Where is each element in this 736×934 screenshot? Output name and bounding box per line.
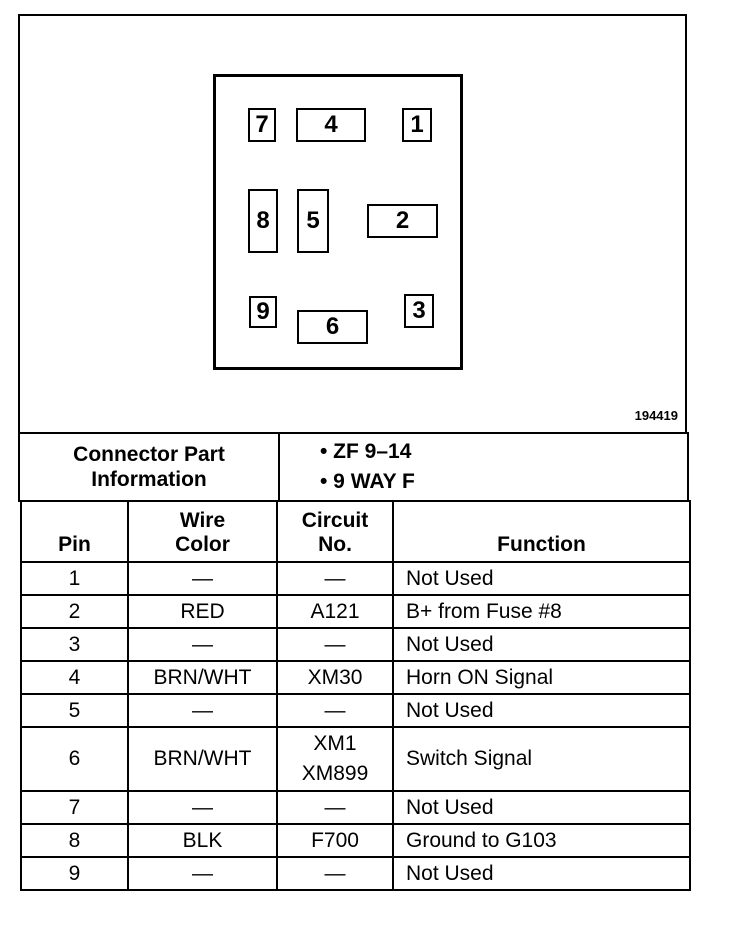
pin-4-cavity: 4 — [296, 108, 366, 142]
cell-pin: 9 — [20, 856, 129, 891]
cell-circuit: — — [276, 693, 394, 728]
cell-function: Not Used — [392, 561, 691, 596]
table-row: 1 — — Not Used — [20, 561, 691, 596]
table-row: 4 BRN/WHT XM30 Horn ON Signal — [20, 660, 691, 695]
table-row: 3 — — Not Used — [20, 627, 691, 662]
cell-function: B+ from Fuse #8 — [392, 594, 691, 629]
cell-function: Horn ON Signal — [392, 660, 691, 695]
table-row: 8 BLK F700 Ground to G103 — [20, 823, 691, 858]
cell-circuit: A121 — [276, 594, 394, 629]
diagram-frame — [18, 14, 687, 434]
cell-circuit: — — [276, 561, 394, 596]
cell-function: Ground to G103 — [392, 823, 691, 858]
cell-wire: — — [127, 693, 278, 728]
cell-circuit: — — [276, 790, 394, 825]
connector-part-info-label: Connector Part Information — [18, 432, 280, 502]
cell-wire: BLK — [127, 823, 278, 858]
pin-7-cavity: 7 — [248, 108, 276, 142]
cpi-value-1: • ZF 9–14 — [320, 440, 412, 463]
header-circuit-line1: Circuit — [301, 509, 369, 532]
cell-pin: 1 — [20, 561, 129, 596]
cell-circuit: — — [276, 856, 394, 891]
connector-part-info-table: Connector Part Information • ZF 9–14 • 9… — [18, 432, 689, 502]
table-row: 5 — — Not Used — [20, 693, 691, 728]
cell-circuit: F700 — [276, 823, 394, 858]
table-row: 7 — — Not Used — [20, 790, 691, 825]
table-row: 6 BRN/WHT XM1 XM899 Switch Signal — [20, 726, 691, 792]
connector-face: 7 4 1 8 5 2 9 6 3 — [213, 74, 463, 370]
cell-pin: 5 — [20, 693, 129, 728]
table-row: 2 RED A121 B+ from Fuse #8 — [20, 594, 691, 629]
pin-2-cavity: 2 — [367, 204, 438, 238]
pin-9-cavity: 9 — [249, 296, 277, 328]
cell-function: Not Used — [392, 627, 691, 662]
cell-wire: RED — [127, 594, 278, 629]
header-wire-line2: Color — [175, 533, 230, 556]
cell-wire: — — [127, 561, 278, 596]
header-wire-line1: Wire — [179, 509, 226, 532]
cell-pin: 2 — [20, 594, 129, 629]
cell-function: Switch Signal — [392, 726, 691, 792]
pin-table: Pin Wire Color Circuit No. Function 1 — … — [20, 500, 691, 891]
cell-wire: — — [127, 627, 278, 662]
pin-table-header: Pin Wire Color Circuit No. Function — [20, 500, 691, 563]
cell-circuit-line2: XM899 — [301, 762, 369, 785]
cell-pin: 6 — [20, 726, 129, 792]
cell-pin: 7 — [20, 790, 129, 825]
connector-part-info-values: • ZF 9–14 • 9 WAY F — [278, 432, 689, 502]
cell-pin: 8 — [20, 823, 129, 858]
header-circuit-no: Circuit No. — [276, 500, 394, 563]
pin-3-cavity: 3 — [404, 294, 434, 328]
cell-wire: — — [127, 790, 278, 825]
cell-wire: BRN/WHT — [127, 660, 278, 695]
cell-wire: — — [127, 856, 278, 891]
table-row: 9 — — Not Used — [20, 856, 691, 891]
cell-pin: 3 — [20, 627, 129, 662]
cpi-label-line2: Information — [91, 468, 207, 491]
cell-function: Not Used — [392, 693, 691, 728]
cpi-label-line1: Connector Part — [73, 443, 225, 466]
header-pin: Pin — [20, 500, 129, 563]
cell-circuit: XM1 XM899 — [276, 726, 394, 792]
cpi-value-2: • 9 WAY F — [320, 470, 415, 493]
cell-circuit-line1: XM1 — [313, 732, 357, 755]
figure-number: 194419 — [634, 408, 678, 423]
pin-5-cavity: 5 — [297, 189, 329, 253]
cell-function: Not Used — [392, 856, 691, 891]
header-function: Function — [392, 500, 691, 563]
pin-6-cavity: 6 — [297, 310, 368, 344]
pin-8-cavity: 8 — [248, 189, 278, 253]
cell-function: Not Used — [392, 790, 691, 825]
cell-circuit: XM30 — [276, 660, 394, 695]
header-wire-color: Wire Color — [127, 500, 278, 563]
pin-1-cavity: 1 — [402, 108, 432, 142]
cell-pin: 4 — [20, 660, 129, 695]
header-circuit-line2: No. — [318, 533, 352, 556]
cell-wire: BRN/WHT — [127, 726, 278, 792]
cell-circuit: — — [276, 627, 394, 662]
